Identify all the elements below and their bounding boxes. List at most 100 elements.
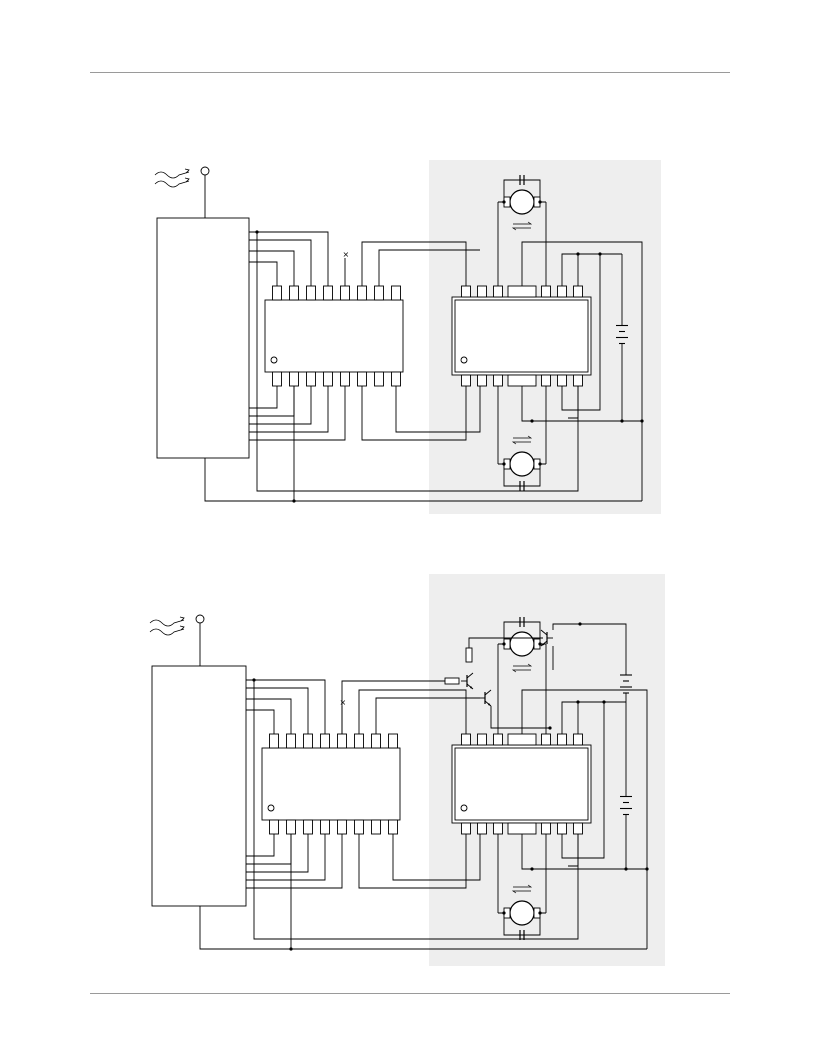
chip-pin	[493, 822, 503, 835]
chip-pin	[557, 285, 567, 298]
antenna-icon	[154, 166, 210, 218]
chip-pin	[477, 285, 487, 298]
receiver-module	[151, 665, 247, 907]
chip-pin	[573, 374, 583, 387]
chip-pin	[303, 733, 313, 749]
chip-pin	[573, 733, 583, 746]
resistor-icon	[444, 677, 460, 685]
chip-pin	[306, 371, 316, 387]
chip-pin	[357, 371, 367, 387]
wire	[246, 709, 275, 734]
junction-dot	[502, 911, 506, 915]
chip-pin	[461, 285, 471, 298]
chip-pin	[357, 285, 367, 301]
svg-text:×: ×	[340, 698, 347, 707]
bidirectional-arrow-icon	[511, 884, 533, 894]
junction-dot	[289, 947, 293, 951]
wire	[249, 261, 278, 286]
wire	[246, 687, 309, 734]
chip-pin	[493, 285, 503, 298]
chip-pin	[388, 819, 398, 835]
chip-pin	[303, 819, 313, 835]
chip-pin	[461, 822, 471, 835]
wire	[358, 689, 467, 734]
wire	[466, 672, 474, 679]
chip-pin	[391, 285, 401, 301]
capacitor-icon	[519, 481, 525, 491]
junction-dot	[578, 622, 582, 626]
junction-dot	[502, 642, 506, 646]
wire	[521, 834, 647, 870]
chip-pin	[557, 822, 567, 835]
chip-pin	[337, 733, 347, 749]
wire	[375, 697, 480, 734]
chip-pin	[320, 819, 330, 835]
chip-pin	[354, 819, 364, 835]
footer-rule	[90, 993, 730, 994]
wire	[246, 834, 309, 873]
wire	[253, 680, 579, 940]
transistor-icon	[461, 672, 474, 690]
wire	[521, 241, 643, 501]
chip-pin	[493, 374, 503, 387]
dc-motor-icon	[503, 451, 541, 477]
chip-pin	[323, 371, 333, 387]
wire	[358, 834, 467, 889]
chip-pin	[557, 733, 567, 746]
receiver-module	[156, 217, 250, 459]
wire	[249, 250, 295, 286]
chip-pin	[374, 285, 384, 301]
junction-dot	[502, 200, 506, 204]
chip-pin	[541, 285, 551, 298]
motor-driver-ic-body	[454, 299, 589, 373]
figure-1: ×	[154, 160, 661, 514]
wire	[249, 386, 329, 433]
antenna-icon	[149, 614, 205, 666]
chip-pin	[306, 285, 316, 301]
chip-pin	[477, 374, 487, 387]
chip-wide-pin	[507, 285, 537, 298]
chip-pin	[477, 822, 487, 835]
wire	[540, 629, 548, 636]
wire	[246, 834, 343, 889]
junction-dot	[538, 911, 542, 915]
chip-wide-pin	[507, 374, 537, 387]
junction-dot	[576, 252, 580, 256]
chip-pin	[354, 733, 364, 749]
wire	[521, 386, 642, 422]
no-connect-icon: ×	[343, 250, 349, 286]
dc-motor-icon	[503, 189, 541, 215]
chip-pin	[573, 285, 583, 298]
motor-driver-ic-body	[454, 747, 589, 821]
chip-pin	[541, 374, 551, 387]
junction-dot	[548, 726, 552, 730]
wire	[246, 834, 275, 857]
battery-icon	[620, 748, 632, 869]
decoder-ic	[261, 733, 401, 835]
chip-pin	[391, 371, 401, 387]
chip-pin	[286, 819, 296, 835]
chip-pin	[461, 374, 471, 387]
wire	[484, 689, 492, 696]
battery-icon	[620, 626, 632, 748]
chip-pin	[493, 733, 503, 746]
junction-dot	[292, 499, 296, 503]
wire	[199, 906, 647, 950]
wire	[361, 241, 467, 286]
wire	[561, 702, 605, 859]
wire	[561, 253, 622, 286]
wire	[249, 239, 312, 286]
wire	[249, 231, 329, 286]
battery-icon	[616, 254, 628, 421]
resistor-icon	[465, 647, 473, 663]
junction-dot	[576, 700, 580, 704]
wire	[392, 834, 481, 881]
bidirectional-arrow-icon	[511, 663, 533, 673]
wire	[552, 623, 627, 630]
chip-pin	[269, 733, 279, 749]
wire	[361, 386, 467, 441]
junction-dot	[530, 867, 534, 871]
pin1-marker-icon	[267, 804, 275, 812]
chip-pin	[323, 285, 333, 301]
chip-wide-pin	[507, 733, 537, 746]
